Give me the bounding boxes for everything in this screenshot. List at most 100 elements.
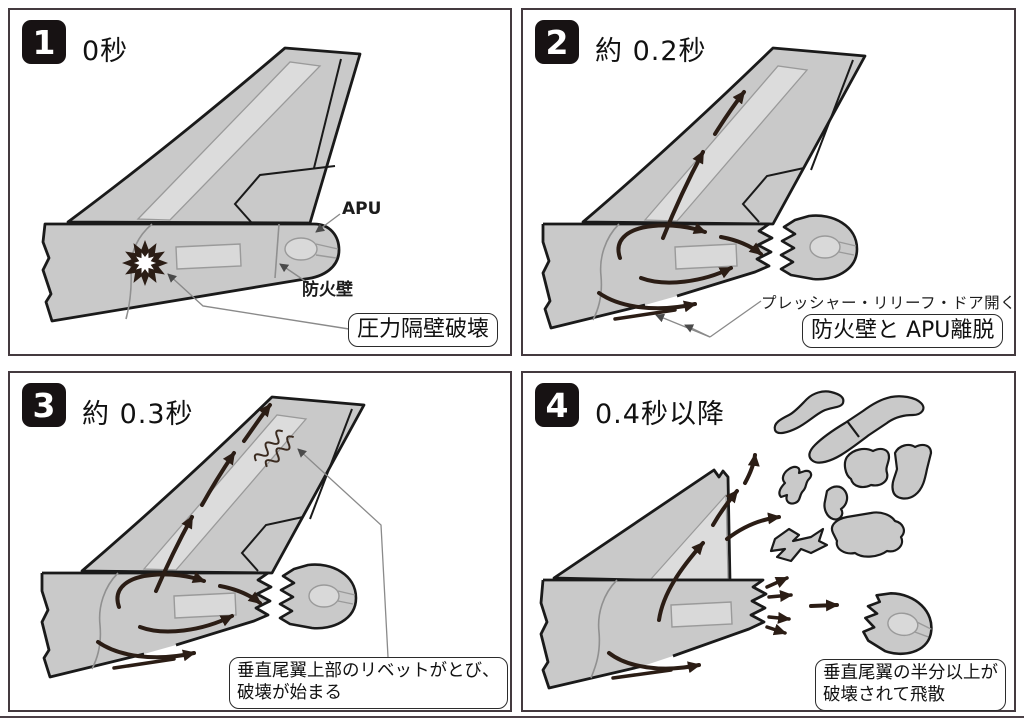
callout-rivets-fail: 垂直尾翼上部のリベットがとび、 破壊が始まる [229, 657, 508, 709]
rudder-lower-line [741, 167, 805, 223]
fin-stripe [136, 61, 322, 221]
airflow-arrow-cabin-1 [616, 222, 707, 260]
detach-arrow-right [809, 599, 839, 612]
rudder-hinge-line [309, 408, 353, 520]
step-title: 0.4秒以降 [595, 399, 725, 430]
relief-door-flap [112, 657, 176, 670]
callout-fin-destroyed: 垂直尾翼の半分以上が 破壊されて飛散 [815, 659, 1006, 711]
callout-firewall-apu-separation: 防火壁と APU離脱 [802, 314, 1004, 348]
debris-field [769, 390, 933, 563]
airflow-arrow-relief-door [96, 640, 196, 662]
panel-1-time-0s: 1 0秒 APU 防火壁 圧力隔壁破壊 [8, 8, 512, 356]
burst-star-center [134, 252, 156, 274]
debris-piece [891, 443, 933, 500]
relief-door-leader [709, 300, 762, 338]
airflow-arrow-up-1 [657, 541, 705, 622]
rudder-lower-line [240, 516, 304, 572]
step-number-badge: 3 [22, 383, 66, 427]
fuselage-break-edge [543, 578, 768, 658]
rudder-hinge-line [313, 58, 342, 169]
step-number-badge: 2 [535, 20, 579, 64]
fuselage-torn-edge [40, 573, 145, 679]
debris-piece [843, 447, 891, 489]
airflow-arrow-fin-1 [661, 150, 705, 240]
airflow-arrow-right-curve [725, 512, 781, 541]
debris-piece [778, 465, 813, 505]
firewall-label: 防火壁 [302, 280, 353, 300]
firewall-line [274, 223, 280, 279]
fuselage-break-edge [543, 222, 774, 298]
apu-unit [308, 584, 340, 608]
access-door [670, 601, 733, 628]
step-title: 0秒 [82, 36, 129, 67]
step-title: 約 0.3秒 [82, 399, 194, 430]
relief-door-label: プレッシャー・リリーフ・ドア開く [761, 294, 1017, 312]
fuselage-torn-edge [539, 579, 644, 690]
burst-arrow-3 [767, 611, 791, 624]
airflow-arrow-up-3 [743, 453, 760, 485]
panel-3-time-0-3s: 3 約 0.3秒 垂直尾翼上部のリベットがとび、 破壊が始まる [8, 371, 512, 712]
airflow-arrow-cabin-2 [218, 584, 262, 605]
relief-door-flap [613, 308, 677, 321]
debris-piece [823, 485, 849, 521]
apu-unit [887, 612, 919, 637]
debris-split-line [846, 420, 860, 438]
apu-leader-line [315, 213, 341, 233]
rudder-lower-line [233, 165, 336, 223]
apu-exhaust-lines [337, 590, 356, 605]
apu-unit [284, 237, 318, 261]
vertical-stabilizer [66, 46, 362, 225]
apu-unit [809, 235, 841, 259]
airflow-arrow-cabin-2 [719, 235, 763, 256]
airflow-arrow-cabin-3 [138, 614, 234, 634]
panel-4-time-0-4s: 4 0.4秒以降 垂直尾翼の半分以上が 破壊されて飛散 [521, 371, 1016, 712]
burst-arrow-1 [765, 576, 789, 589]
rivet-crack-waves [253, 429, 294, 468]
airflow-arrow-fin-3 [242, 403, 272, 443]
pressure-bulkhead-line [592, 223, 620, 321]
tail-firewall-separation-illustration [541, 46, 867, 338]
debris-piece [830, 511, 905, 558]
callout-line-1: 垂直尾翼上部のリベットがとび、 [237, 661, 500, 681]
step-title: 約 0.2秒 [595, 36, 707, 67]
tail-disintegration-illustration [539, 390, 933, 690]
debris-piece [808, 395, 925, 464]
airflow-arrow-relief-door [597, 291, 697, 313]
relief-door-leader-prong-2 [684, 324, 711, 338]
access-door [173, 592, 237, 619]
pressure-bulkhead-line [91, 572, 119, 670]
airflow-arrow-up-2 [711, 489, 739, 527]
fuselage [41, 222, 341, 323]
apu-exhaust-lines [315, 243, 339, 259]
debris-piece [769, 527, 829, 563]
step-number-badge: 1 [22, 20, 66, 64]
callout-line-1: 垂直尾翼の半分以上が [823, 663, 998, 683]
apu-exhaust-lines [914, 621, 932, 638]
burst-arrow-4 [765, 623, 787, 636]
step-number-badge: 4 [535, 383, 579, 427]
tail-rivet-failure-illustration [40, 395, 389, 679]
rivet-callout-leader [297, 448, 389, 658]
callout-line-2: 破壊が始まる [237, 682, 342, 703]
pressure-bulkhead-line [590, 579, 618, 679]
burst-arrow-2 [767, 590, 793, 602]
tail-intact-illustration [41, 46, 362, 330]
access-door [674, 243, 738, 270]
fuselage-torn-edge [541, 224, 646, 330]
callout-line-2: 破壊されて飛散 [823, 684, 945, 705]
relief-door-flap [611, 668, 673, 680]
bulkhead-callout-leader [167, 273, 350, 330]
rudder-hinge-line [810, 59, 854, 171]
airflow-arrow-relief-door [607, 651, 701, 674]
access-door [175, 243, 242, 270]
apu-exhaust-lines [838, 241, 857, 256]
airflow-arrow-fin-2 [713, 90, 746, 136]
panel-2-time-0-2s: 2 約 0.2秒 プレッシャー・リリーフ・ドア開く 防火壁と APU離脱 [521, 8, 1016, 356]
airflow-arrow-cabin-1 [115, 571, 206, 609]
separated-tail-cone [862, 592, 933, 656]
apu-label: APU [342, 199, 382, 219]
fuselage-break-edge [42, 571, 273, 647]
bottom-divider [0, 716, 1024, 718]
debris-piece [773, 390, 845, 435]
airflow-arrow-fin-2 [200, 451, 236, 507]
